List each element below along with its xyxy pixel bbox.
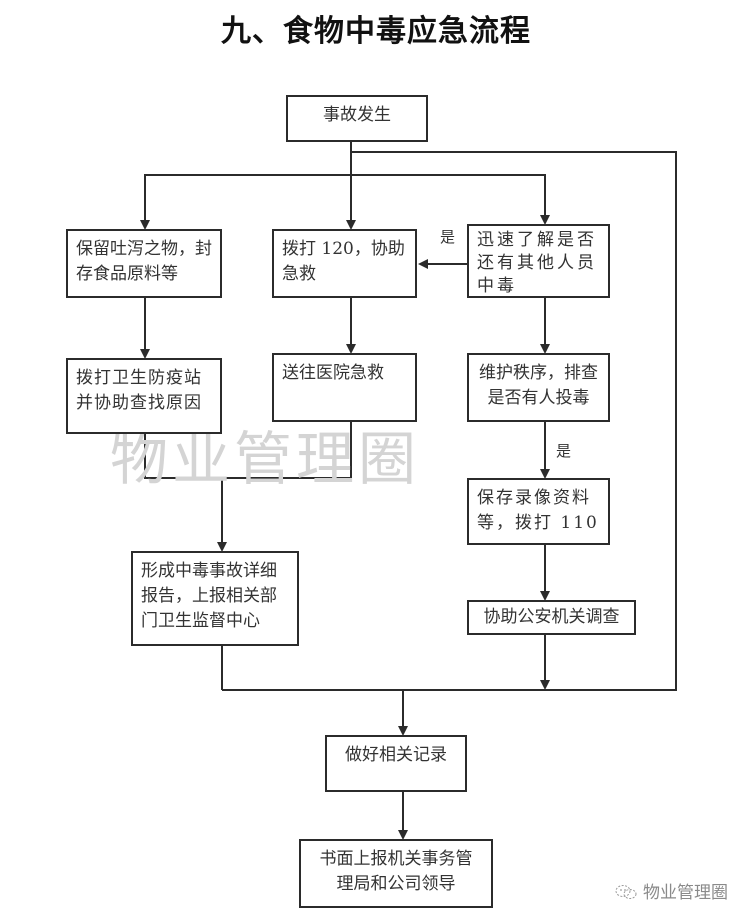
page-title: 九、食物中毒应急流程 [221,14,531,49]
node-text: 维护秩序，排查 [479,363,598,383]
node-text: 协助公安机关调查 [483,607,620,627]
connector-branch-left [140,174,351,230]
node-text: 是否有人投毒 [487,388,590,408]
node-start: 事故发生 [286,95,428,142]
node-save-video: 保存录像资料 等，拨打 110 [467,478,610,545]
node-call-120: 拨打 120，协助 急救 [272,229,417,298]
connector-merge-left [144,421,352,479]
node-text: 送往医院急救 [282,363,384,383]
node-text: 书面上报机关事务管 [319,849,473,869]
node-text: 报告，上报相关部 [141,586,277,606]
wechat-icon [615,884,637,900]
node-text: 存食品原料等 [76,264,178,284]
node-record: 做好相关记录 [325,735,467,792]
corner-watermark: 物业管理圈 [615,878,728,903]
node-text: 保留吐泻之物，封 [76,239,212,259]
node-preserve: 保留吐泻之物，封 存食品原料等 [66,229,222,298]
node-call-health: 拨打卫生防疫站 并协助查找原因 [66,358,222,434]
connector-outer-loop [222,151,677,691]
node-report: 形成中毒事故详细 报告，上报相关部 门卫生监督中心 [131,551,299,646]
node-text: 门卫生监督中心 [141,611,260,631]
yes-label: 是 [556,442,572,460]
node-police: 协助公安机关调查 [467,600,636,635]
connector-branch-right [351,174,550,225]
node-text: 保存录像资料 [477,488,591,508]
node-text: 事故发生 [323,105,391,125]
node-final: 书面上报机关事务管 理局和公司领导 [299,839,493,908]
node-check-others: 迅速了解是否 还有其他人员 中毒 [467,224,610,298]
node-text: 迅速了解是否 [477,230,597,250]
node-order: 维护秩序，排查 是否有人投毒 [467,353,610,422]
node-text: 拨打卫生防疫站 [76,368,202,388]
node-text: 急救 [282,264,316,284]
node-text: 理局和公司领导 [336,874,456,894]
node-hospital: 送往医院急救 [272,353,417,422]
yes-label: 是 [440,228,456,246]
node-text: 并协助查找原因 [76,393,202,413]
corner-watermark-text: 物业管理圈 [643,883,728,903]
node-text: 中毒 [477,276,517,296]
node-text: 还有其他人员 [477,253,597,273]
node-text: 拨打 120，协助 [282,239,405,259]
node-text: 等，拨打 110 [477,513,599,533]
node-text: 形成中毒事故详细 [141,561,277,581]
node-text: 做好相关记录 [345,745,447,765]
